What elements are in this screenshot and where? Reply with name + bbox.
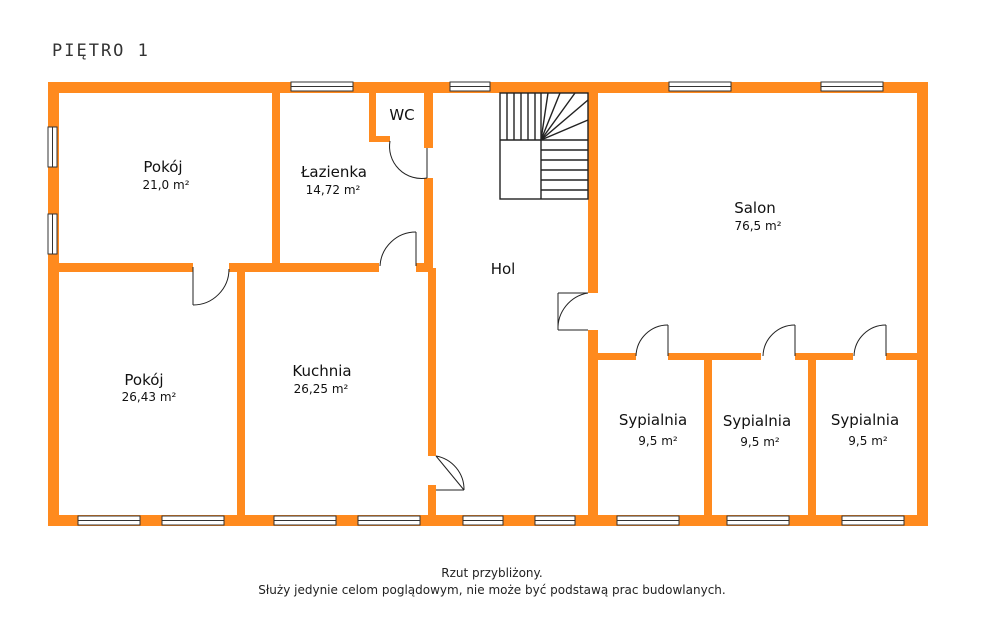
window-top-salon-1 [668, 81, 732, 92]
door-kuchnia [435, 455, 465, 491]
room-area-pokoj-2: 26,43 m² [122, 390, 177, 404]
wall-kuchnia-hol [428, 268, 436, 456]
window-left-2 [47, 213, 58, 255]
disclaimer-line-2: Służy jedynie celom poglądowym, nie może… [258, 583, 726, 597]
wall-row-left-a [59, 263, 193, 272]
window-bottom-7 [616, 515, 680, 526]
room-name-kuchnia: Kuchnia [292, 362, 351, 380]
staircase [499, 92, 589, 200]
floor-title: PIĘTRO 1 [52, 41, 150, 61]
outer-wall-left [48, 82, 59, 526]
door-wc [389, 140, 428, 179]
window-bottom-2 [161, 515, 225, 526]
window-bottom-8 [726, 515, 790, 526]
room-area-kuchnia: 26,25 m² [294, 382, 349, 396]
door-pokoj-1 [192, 267, 230, 306]
door-sypialnia-2 [762, 324, 796, 357]
room-name-lazienka: Łazienka [300, 163, 367, 181]
door-sypialnia-1 [635, 324, 669, 357]
room-name-sypialnia-1: Sypialnia [619, 411, 687, 429]
room-area-salon: 76,5 m² [734, 219, 781, 233]
room-area-sypialnia-2: 9,5 m² [740, 435, 780, 449]
room-name-salon: Salon [734, 199, 776, 217]
window-bottom-1 [77, 515, 141, 526]
wall-sypialnia-2-3 [808, 358, 816, 516]
room-area-lazienka: 14,72 m² [306, 183, 361, 197]
window-bottom-3 [273, 515, 337, 526]
wall-salon-bottom-d [886, 353, 918, 360]
room-name-pokoj-1: Pokój [143, 158, 182, 176]
room-name-pokoj-2: Pokój [124, 371, 163, 389]
window-bottom-9 [841, 515, 905, 526]
window-bottom-5 [462, 515, 504, 526]
wall-wc-bottom [369, 136, 390, 142]
door-sypialnia-3 [853, 324, 887, 357]
room-labels: Pokój 21,0 m² Łazienka 14,72 m² WC Hol S… [122, 106, 900, 449]
room-name-hol: Hol [491, 260, 516, 278]
wall-hol-salon-lower [588, 330, 598, 516]
window-left-1 [47, 126, 58, 168]
wall-lazienka-right [424, 93, 433, 148]
wall-kuchnia-hol-lower [428, 485, 436, 515]
disclaimer-line-1: Rzut przybliżony. [441, 566, 543, 580]
wall-row-left-b [229, 263, 379, 272]
window-bottom-4 [357, 515, 421, 526]
wall-wc-left [369, 93, 376, 141]
wall-pokoj-lazienka [272, 93, 280, 269]
room-name-sypialnia-3: Sypialnia [831, 411, 899, 429]
doors [192, 140, 887, 491]
room-area-sypialnia-1: 9,5 m² [638, 434, 678, 448]
window-top-hol [449, 81, 491, 92]
wall-hol-salon-upper [588, 93, 598, 293]
wall-lazienka-right-lower [424, 178, 433, 270]
window-top-lazienka [290, 81, 354, 92]
room-area-sypialnia-3: 9,5 m² [848, 434, 888, 448]
room-area-pokoj-1: 21,0 m² [142, 178, 189, 192]
wall-sypialnia-1-2 [704, 358, 712, 516]
room-name-wc: WC [389, 106, 414, 124]
wall-pokoj-kuchnia [237, 268, 245, 516]
wall-salon-bottom-a [598, 353, 636, 360]
door-salon [557, 292, 589, 331]
window-top-salon-2 [820, 81, 884, 92]
windows [47, 81, 905, 526]
window-bottom-6 [534, 515, 576, 526]
wall-salon-bottom-c [795, 353, 853, 360]
door-lazienka [379, 231, 417, 267]
walls [48, 82, 928, 526]
outer-wall-right [917, 82, 928, 526]
wall-salon-bottom-b [668, 353, 761, 360]
room-name-sypialnia-2: Sypialnia [723, 412, 791, 430]
